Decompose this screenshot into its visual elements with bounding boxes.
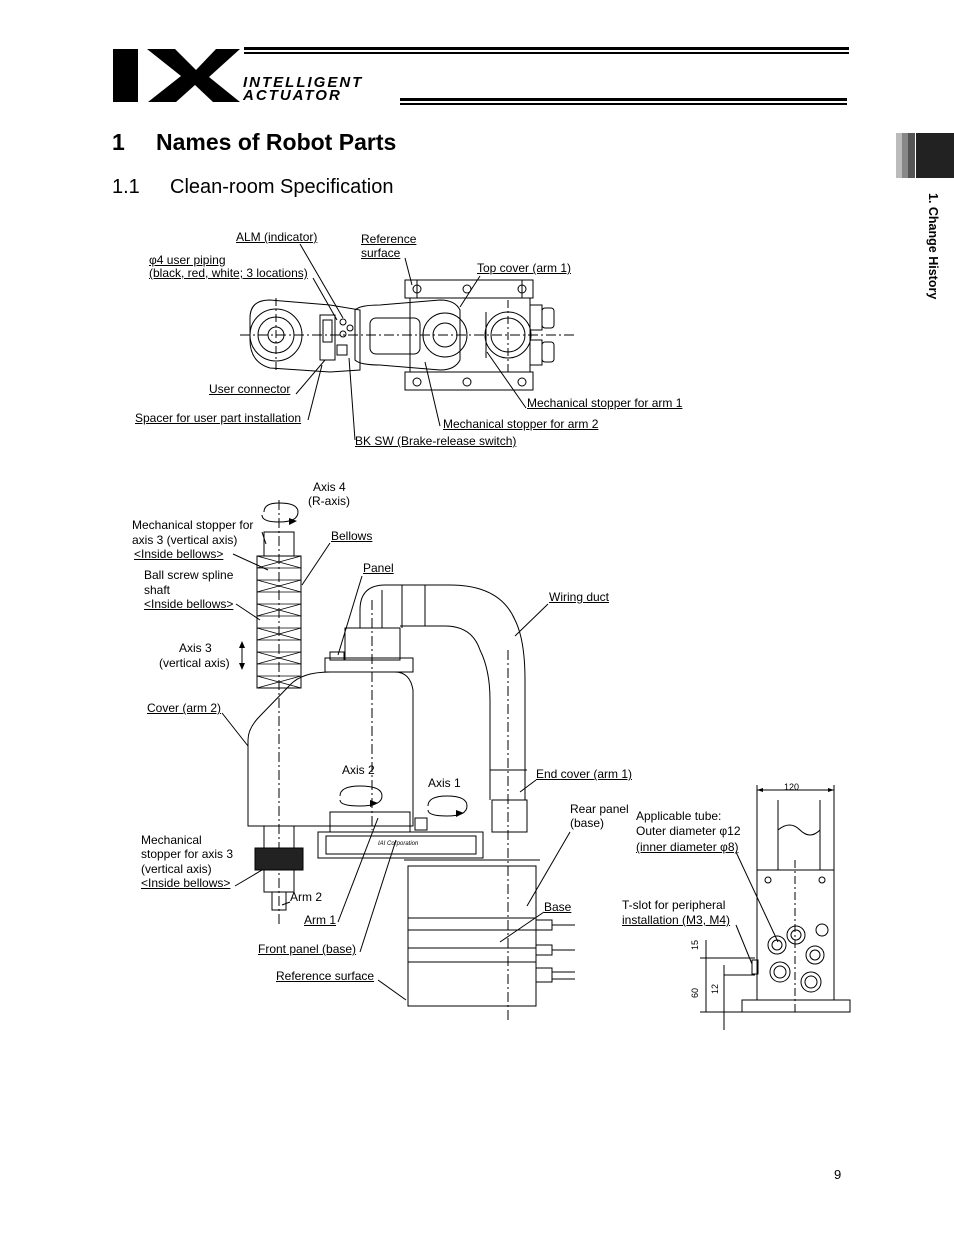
label-arm2: Arm 2 [290,890,323,904]
brand-line2: ACTUATOR [243,87,342,104]
label-alm: ALM (indicator) [236,230,318,244]
label-tube-1: Applicable tube: [636,809,722,823]
section-title: Names of Robot Parts [156,129,397,155]
label-reference-surface: Reference surface [276,969,375,983]
subsection-title: Clean-room Specification [170,176,394,198]
label-tube-3: (inner diameter φ8) [636,840,739,854]
label-base: Base [544,900,572,914]
label-panel: Panel [363,561,394,575]
label-axis4-2: (R-axis) [308,494,350,508]
label-stopper-axis3-2: axis 3 (vertical axis) [132,533,238,547]
label-rear-panel-2: (base) [570,816,605,830]
label-ball-screw-2: shaft [144,583,171,597]
dim-60: 60 [690,987,701,999]
top-view-leaders [295,243,527,441]
label-rear-panel-1: Rear panel [570,802,629,816]
ix-logo-mark [113,49,240,102]
section-number: 1 [112,129,125,155]
label-bk-sw: BK SW (Brake-release switch) [355,434,517,448]
label-ball-screw-3: <Inside bellows> [144,597,234,611]
label-front-panel: Front panel (base) [258,942,357,956]
side-tab: 1. Change History [918,193,942,333]
brand-line1: INTELLIGENT [243,74,364,91]
label-stopper-arm1: Mechanical stopper for arm 1 [527,396,683,410]
label-axis1: Axis 1 [428,776,461,790]
top-view-drawing [240,279,575,391]
label-wiring-duct: Wiring duct [549,590,610,604]
label-stopper-axis3-1: Mechanical stopper for [132,518,254,532]
rear-view-drawing [700,785,851,1030]
label-user-connector: User connector [209,382,291,396]
label-tube-2: Outer diameter φ12 [636,824,741,838]
label-reference-1: Reference [361,232,417,246]
label-end-cover: End cover (arm 1) [536,767,633,781]
label-arm1: Arm 1 [304,913,337,927]
label-top-cover: Top cover (arm 1) [477,261,572,275]
side-tab-marker [896,133,954,178]
dim-15: 15 [690,939,701,951]
label-piping-1: φ4 user piping [149,253,226,267]
subsection-number: 1.1 [112,176,140,198]
label-stopper-axis3-3: <Inside bellows> [134,547,224,561]
label-reference-2: surface [361,246,401,260]
label-spacer: Spacer for user part installation [135,411,302,425]
side-view-leaders [221,531,571,1001]
label-axis3-2: (vertical axis) [159,656,230,670]
label-piping-2: (black, red, white; 3 locations) [149,266,308,280]
label-stopper-arm2: Mechanical stopper for arm 2 [443,417,599,431]
label-stopper-axis3b-1: Mechanical [141,833,202,847]
label-stopper-axis3b-4: <Inside bellows> [141,876,231,890]
label-axis4-1: Axis 4 [313,480,346,494]
dim-width-120: 120 [784,782,800,792]
header-rules [244,47,849,105]
side-tab-label: 1. Change History [926,193,940,300]
dim-12: 12 [710,983,721,995]
page-number: 9 [834,1167,842,1182]
label-tslot-1: T-slot for peripheral [622,898,726,912]
label-axis2: Axis 2 [342,763,375,777]
arm-plate-text: IAI Corporation [378,841,419,847]
label-cover-arm2: Cover (arm 2) [147,701,222,715]
label-tslot-2: installation (M3, M4) [622,913,731,927]
label-stopper-axis3b-3: (vertical axis) [141,862,212,876]
side-view-drawing [239,500,575,1020]
label-bellows: Bellows [331,529,373,543]
label-ball-screw-1: Ball screw spline [144,568,234,582]
label-axis3-1: Axis 3 [179,641,212,655]
label-stopper-axis3b-2: stopper for axis 3 [141,847,234,861]
